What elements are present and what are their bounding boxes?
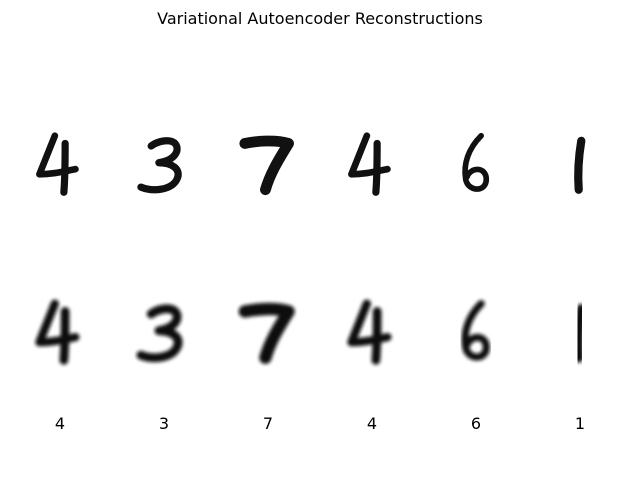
digit-stroke xyxy=(462,132,490,192)
reconstructed-digit-image xyxy=(336,296,408,368)
reconstructed-digit-image xyxy=(440,296,512,368)
digit-stroke xyxy=(137,137,182,194)
handwritten-digit-4-icon xyxy=(348,132,391,196)
reconstructed-digit-image xyxy=(128,296,200,368)
handwritten-digit-1-icon xyxy=(574,136,586,194)
reconstructed-digit-image xyxy=(24,296,96,368)
digit-stroke xyxy=(461,300,490,361)
reconstructed-digit-image xyxy=(544,296,616,368)
digit-stroke xyxy=(59,307,70,365)
digit-stroke xyxy=(239,135,294,196)
original-digit-image xyxy=(544,128,616,200)
original-digit-image xyxy=(24,128,96,200)
blurred-digit-1-icon xyxy=(573,303,587,363)
digit-label: 4 xyxy=(366,414,378,433)
digit-label: 4 xyxy=(54,414,66,433)
original-digit-image xyxy=(128,128,200,200)
original-digit-image xyxy=(440,128,512,200)
original-digit-image xyxy=(232,128,304,200)
digit-stroke xyxy=(372,139,381,196)
handwritten-digit-4-icon xyxy=(36,132,79,196)
blurred-digit-4-icon xyxy=(35,299,80,365)
handwritten-digit-7-icon xyxy=(239,135,294,196)
digit-label: 1 xyxy=(574,414,586,433)
blurred-digit-7-icon xyxy=(238,302,295,364)
digit-stroke xyxy=(36,132,79,178)
digit-stroke xyxy=(60,139,69,196)
digit-stroke xyxy=(574,136,586,194)
digit-stroke xyxy=(35,299,80,347)
digit-label: 7 xyxy=(262,414,274,433)
digit-stroke xyxy=(573,303,587,363)
digit-stroke xyxy=(136,304,183,363)
digit-label: 6 xyxy=(470,414,482,433)
blurred-digit-4-icon xyxy=(347,299,392,365)
handwritten-digit-6-icon xyxy=(462,132,490,192)
figure-title: Variational Autoencoder Reconstructions xyxy=(157,9,483,28)
digit-stroke xyxy=(371,307,382,365)
reconstructed-digit-image xyxy=(232,296,304,368)
handwritten-digit-3-icon xyxy=(137,137,182,194)
digit-stroke xyxy=(348,132,391,178)
digit-label: 3 xyxy=(158,414,170,433)
original-digit-image xyxy=(336,128,408,200)
digit-stroke xyxy=(238,302,295,364)
blurred-digit-3-icon xyxy=(136,304,183,363)
blurred-digit-6-icon xyxy=(461,300,490,361)
digit-stroke xyxy=(347,299,392,347)
